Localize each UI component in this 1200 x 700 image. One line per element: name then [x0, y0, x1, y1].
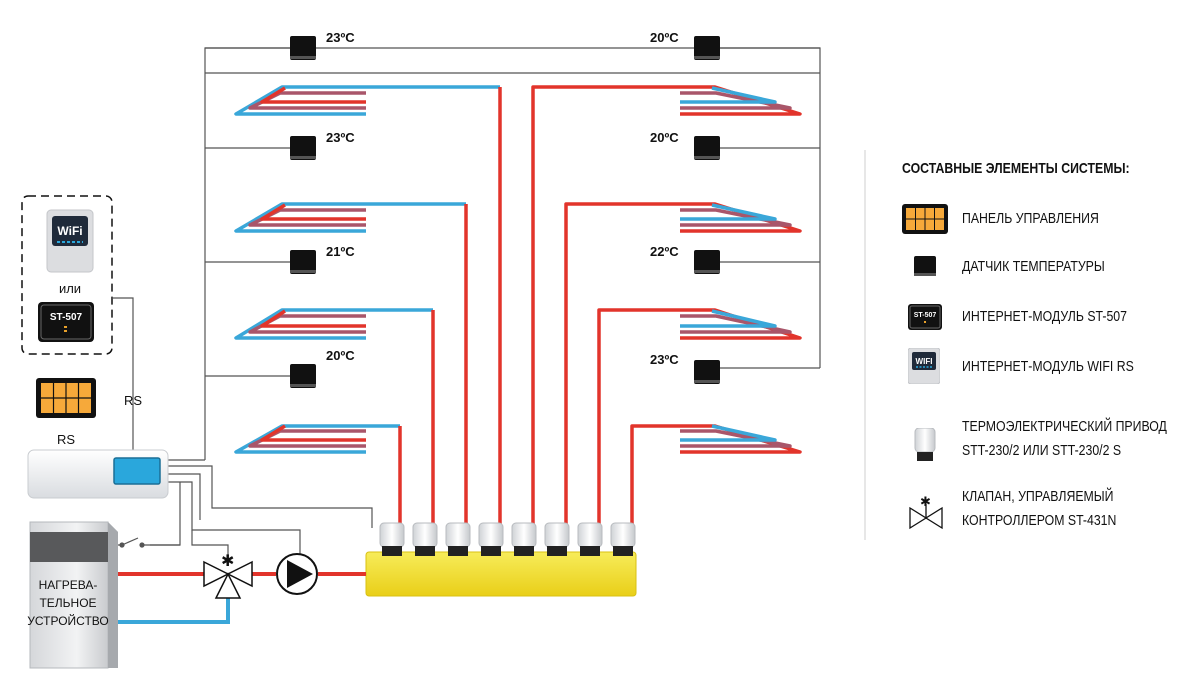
zone-temp-left-2: 23ºC [326, 130, 355, 145]
internet-modules-box: WiFi или ST-507 [21, 195, 113, 355]
legend-item-temperature-sensor: ДАТЧИК ТЕМПЕРАТУРЫ [862, 254, 1200, 284]
sensor-right-4: 23ºC [650, 352, 720, 384]
actuator-1 [379, 522, 405, 556]
legend-item-control-panel: ПАНЕЛЬ УПРАВЛЕНИЯ [862, 202, 1200, 236]
legend-title: СОСТАВНЫЕ ЭЛЕМЕНТЫ СИСТЕМЫ: [902, 160, 1130, 177]
zone-temp-right-2: 20ºC [650, 130, 679, 145]
actuator-3 [445, 522, 471, 556]
or-label: или [59, 281, 81, 296]
sensor-left-1: 23ºC [290, 30, 355, 60]
sensor-left-4: 20ºC [290, 348, 355, 388]
sensor-left-3: 21ºC [290, 244, 355, 274]
wifi-module-label: WiFi [57, 224, 82, 238]
st507-module-icon: ST-507 [908, 304, 942, 330]
rs-label-vertical: RS [124, 393, 142, 408]
sensor-left-2: 23ºC [290, 130, 355, 160]
mixing-valve: ✱ [203, 551, 253, 599]
control-panel [36, 378, 96, 418]
legend-item-st507: ST-507 ИНТЕРНЕТ-МОДУЛЬ ST-507 [862, 302, 1200, 334]
zone-temp-right-3: 22ºC [650, 244, 679, 259]
control-wiring [108, 47, 821, 556]
sensor-right-1: 20ºC [650, 30, 720, 60]
loop-right-2 [564, 202, 802, 525]
loop-right-1 [531, 85, 802, 525]
svg-text:✱: ✱ [221, 551, 234, 570]
heater-label-line2: ТЕЛЬНОЕ [39, 596, 96, 610]
wifi-module: WiFi [46, 209, 94, 273]
legend-text-control-panel: ПАНЕЛЬ УПРАВЛЕНИЯ [962, 210, 1099, 227]
rs-label-panel: RS [57, 432, 75, 447]
actuator-7 [577, 522, 603, 556]
legend-item-actuator: ТЕРМОЭЛЕКТРИЧЕСКИЙ ПРИВОД STT-230/2 ИЛИ … [862, 416, 1200, 462]
zone-temp-left-4: 20ºC [326, 348, 355, 363]
manifold [365, 522, 637, 597]
zone-temp-left-1: 23ºC [326, 30, 355, 45]
sensor-right-2: 20ºC [650, 130, 720, 160]
temperature-sensor-icon [914, 256, 936, 276]
control-panel-icon [902, 204, 948, 234]
legend-text-valve-line1: КЛАПАН, УПРАВЛЯЕМЫЙ [962, 488, 1114, 505]
legend-text-st507: ИНТЕРНЕТ-МОДУЛЬ ST-507 [962, 308, 1127, 325]
circulation-pump [276, 553, 318, 595]
legend-item-valve: ✱ КЛАПАН, УПРАВЛЯЕМЫЙ КОНТРОЛЛЕРОМ ST-43… [862, 486, 1200, 536]
actuator-4 [478, 522, 504, 556]
heater-label-line1: НАГРЕВА- [39, 578, 98, 592]
right-floor-loops [531, 85, 802, 525]
st507-module-label: ST-507 [50, 312, 83, 323]
heating-device: НАГРЕВА- ТЕЛЬНОЕ УСТРОЙСТВО [27, 521, 118, 669]
valve-icon: ✱ [909, 495, 943, 530]
wifi-icon-label: WIFI [916, 357, 933, 366]
st507-icon-label: ST-507 [914, 312, 937, 319]
actuator-2 [412, 522, 438, 556]
main-pipes [108, 572, 366, 624]
legend-text-actuator-line2: STT-230/2 ИЛИ STT-230/2 S [962, 442, 1122, 459]
wifi-module-icon: WIFI [908, 348, 940, 384]
legend-text-valve-line2: КОНТРОЛЛЕРОМ ST-431N [962, 512, 1117, 529]
legend-item-wifi: WIFI ИНТЕРНЕТ-МОДУЛЬ WIFI RS [862, 348, 1200, 386]
st507-module: ST-507 [38, 302, 94, 342]
left-floor-loops [234, 85, 502, 525]
legend-text-actuator-line1: ТЕРМОЭЛЕКТРИЧЕСКИЙ ПРИВОД [962, 418, 1167, 435]
heater-label-line3: УСТРОЙСТВО [27, 613, 108, 628]
loop-left-3 [234, 308, 435, 525]
legend-text-wifi: ИНТЕРНЕТ-МОДУЛЬ WIFI RS [962, 358, 1134, 375]
main-controller [27, 449, 169, 499]
loop-right-4 [630, 424, 802, 525]
zone-temp-right-4: 23ºC [650, 352, 679, 367]
thermoelectric-actuator-icon [914, 428, 936, 461]
actuator-8 [610, 522, 636, 556]
zone-temp-right-1: 20ºC [650, 30, 679, 45]
loop-left-4 [234, 424, 402, 525]
loop-left-1 [234, 85, 502, 525]
zone-temp-left-3: 21ºC [326, 244, 355, 259]
loop-left-2 [234, 202, 468, 525]
legend-text-temperature-sensor: ДАТЧИК ТЕМПЕРАТУРЫ [962, 258, 1105, 275]
actuator-6 [544, 522, 570, 556]
sensor-right-3: 22ºC [650, 244, 720, 274]
svg-text:✱: ✱ [920, 495, 931, 510]
loop-right-3 [597, 308, 802, 525]
actuator-5 [511, 522, 537, 556]
actuators [379, 522, 636, 556]
